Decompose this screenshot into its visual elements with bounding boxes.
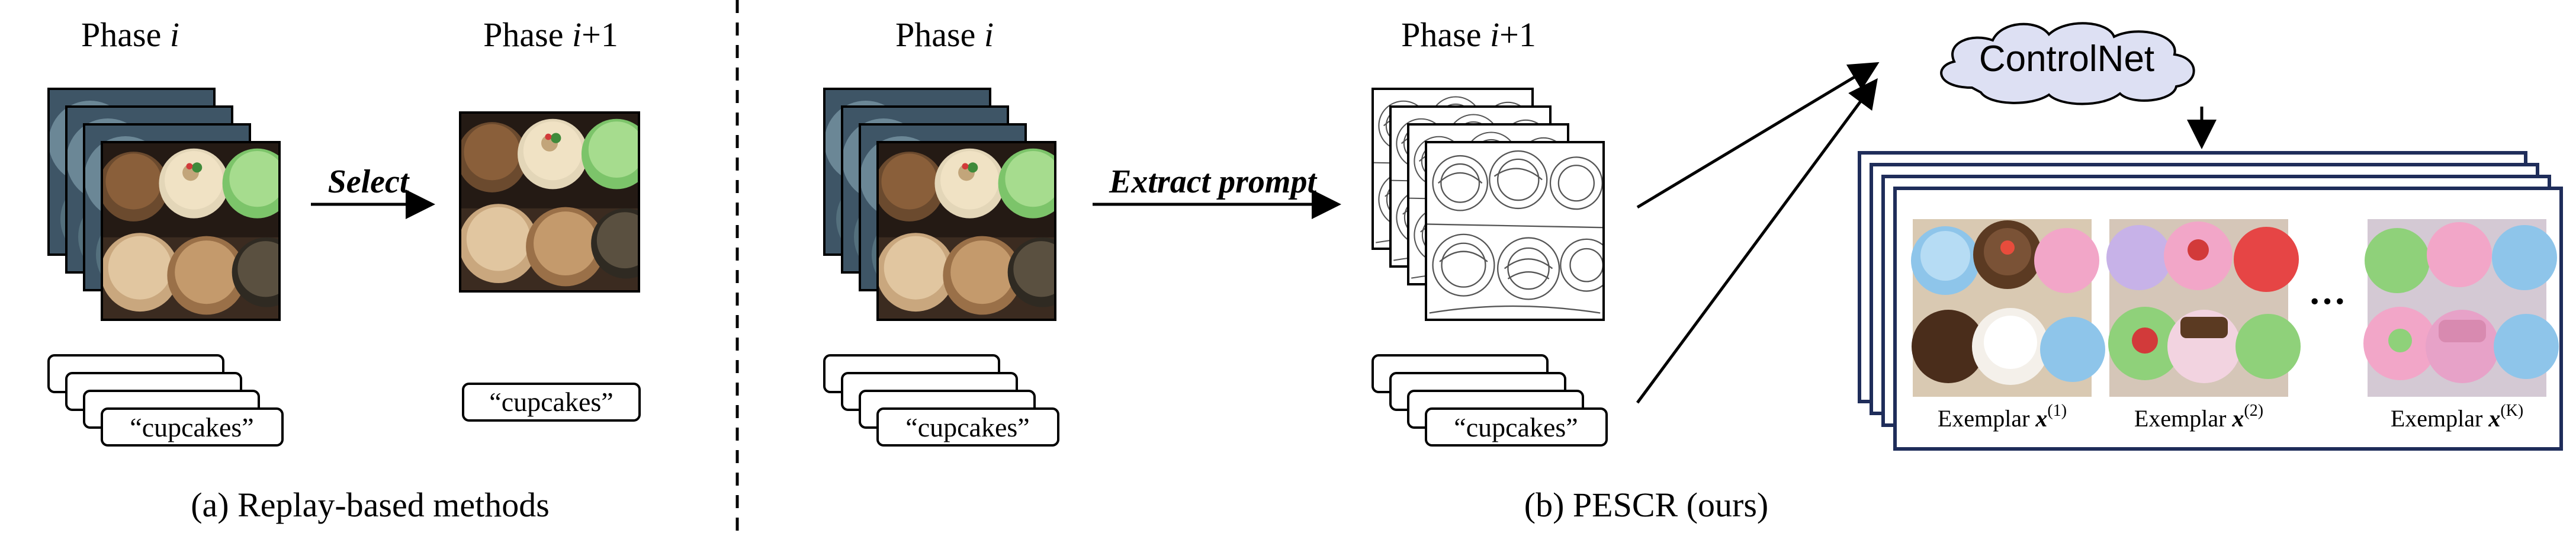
panel-b-prompt-label: “cupcakes” <box>1454 412 1578 442</box>
exemplar-ellipsis: ··· <box>2308 280 2346 322</box>
panel-b-stack-label: “cupcakes” <box>905 412 1029 442</box>
controlnet-label: ControlNet <box>1979 38 2154 79</box>
controlnet-cloud: ControlNet <box>1940 22 2195 105</box>
panel-b-caption: (b) PESCR (ours) <box>1524 486 1768 524</box>
panel-a-stack-label: “cupcakes” <box>130 412 253 442</box>
panel-b-sketch-stack <box>1371 88 1605 321</box>
select-label: Select <box>328 163 410 200</box>
exemplar-label-1: Exemplar x(1) <box>1938 402 2067 432</box>
panel-a-phase-next-title: Phase i+1 <box>483 15 618 54</box>
panel-b-prompt-stack: “cupcakes” <box>1371 354 1608 447</box>
panel-b-phase-next-title: Phase i+1 <box>1401 15 1536 54</box>
exemplar-image-2 <box>2106 219 2301 397</box>
extract-prompt-label: Extract prompt <box>1109 163 1317 200</box>
panel-b-pescr: Phase i Phase i+1 Extract prompt “cupcak… <box>823 15 2563 524</box>
panel-b-label-stack: “cupcakes” <box>823 354 1059 447</box>
panel-a-phase-i-title: Phase i <box>81 15 179 54</box>
panel-b-phase-i-title: Phase i <box>895 15 994 54</box>
exemplar-image-k <box>2363 219 2559 397</box>
sketch-to-controlnet-arrow <box>1636 62 1880 209</box>
panel-a-photo-stack <box>47 88 281 321</box>
panel-a-selected-label: “cupcakes” <box>462 383 641 422</box>
exemplar-label-2: Exemplar x(2) <box>2134 402 2263 432</box>
exemplar-image-1 <box>1911 219 2105 397</box>
panel-a-selected-label-text: “cupcakes” <box>489 387 613 417</box>
prompt-to-controlnet-arrow <box>1636 78 1878 404</box>
panel-a-replay: Phase i Phase i+1 Select “cupcakes” <box>47 15 641 524</box>
panel-a-label-stack: “cupcakes” <box>47 354 284 447</box>
panel-b-photo-stack <box>823 88 1056 321</box>
panel-a-selected-photo <box>459 111 640 293</box>
panel-a-caption: (a) Replay-based methods <box>191 486 550 524</box>
exemplar-label-k: Exemplar x(K) <box>2391 402 2523 432</box>
